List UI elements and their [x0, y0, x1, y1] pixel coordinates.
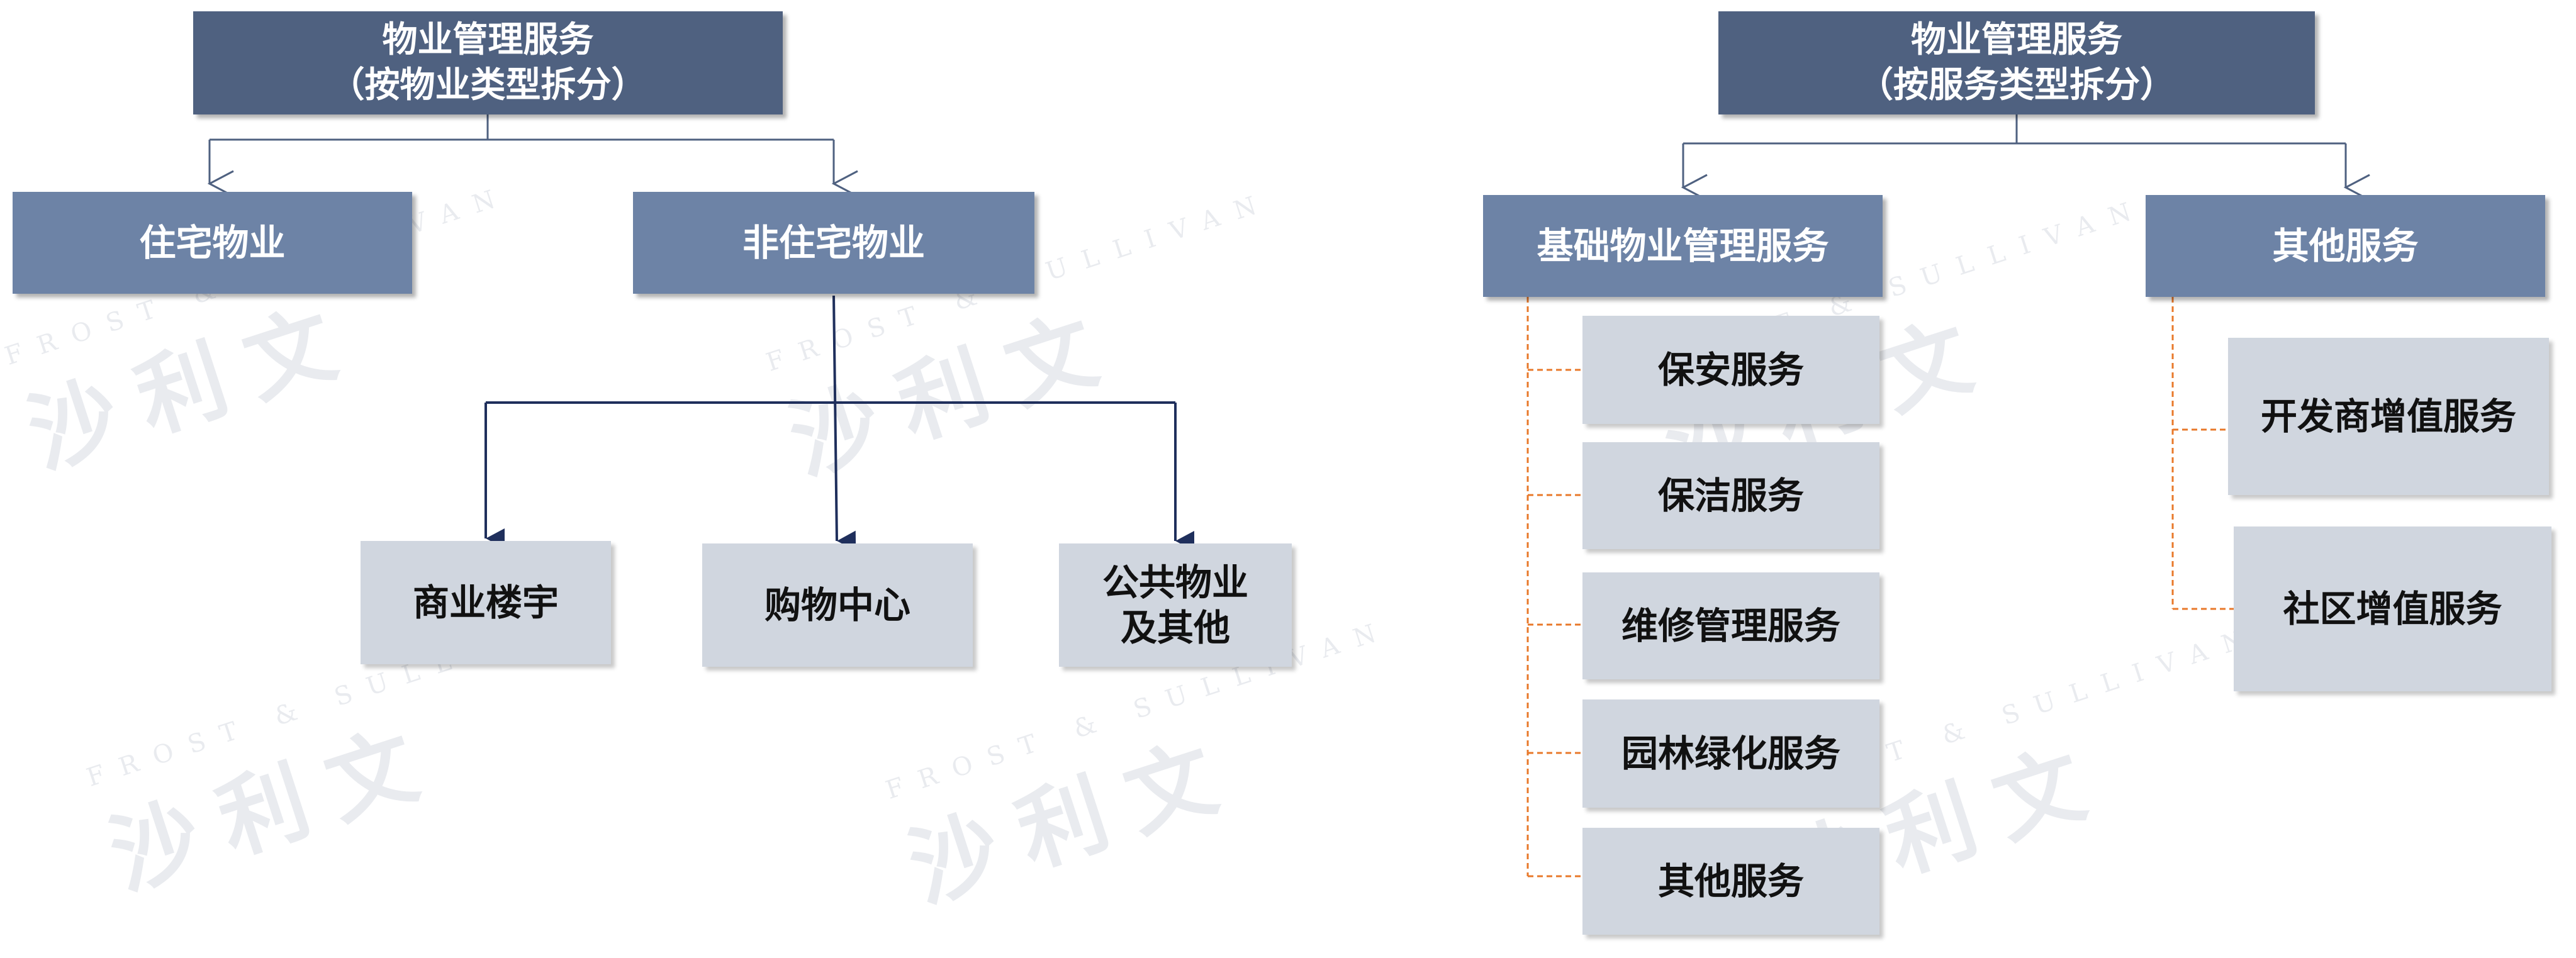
- basic-service-label: 基础物业管理服务: [1537, 225, 1829, 267]
- public-property-node: 公共物业 及其他: [1059, 543, 1292, 667]
- other-basic-service-node: 其他服务: [1582, 828, 1879, 935]
- other-service-node: 其他服务: [2146, 195, 2545, 297]
- developer-value-added-label: 开发商增值服务: [2260, 395, 2516, 438]
- left-root-line1: 物业管理服务: [382, 19, 594, 60]
- cleaning-service-label: 保洁服务: [1657, 474, 1804, 517]
- commercial-building-label: 商业楼宇: [412, 581, 559, 624]
- security-service-label: 保安服务: [1657, 348, 1804, 391]
- basic-children-connector: [1526, 297, 1582, 877]
- shopping-center-node: 购物中心: [702, 543, 973, 667]
- maintenance-service-node: 维修管理服务: [1582, 572, 1879, 679]
- landscaping-service-node: 园林绿化服务: [1582, 699, 1879, 808]
- basic-service-node: 基础物业管理服务: [1483, 195, 1883, 297]
- public-property-line1: 公共物业: [1102, 561, 1248, 604]
- other-basic-service-label: 其他服务: [1657, 860, 1804, 903]
- residential-node: 住宅物业: [13, 192, 412, 294]
- left-root-connector: [207, 114, 858, 198]
- security-service-node: 保安服务: [1582, 316, 1879, 424]
- left-root-node: 物业管理服务 （按物业类型拆分）: [193, 11, 783, 114]
- left-root-line2: （按物业类型拆分）: [329, 65, 647, 106]
- other-service-label: 其他服务: [2272, 225, 2419, 267]
- residential-label: 住宅物业: [139, 221, 286, 264]
- right-root-line2: （按服务类型拆分）: [1858, 65, 2175, 106]
- developer-value-added-node: 开发商增值服务: [2228, 338, 2549, 495]
- right-root-line1: 物业管理服务: [1911, 19, 2122, 60]
- right-root-node: 物业管理服务 （按服务类型拆分）: [1718, 11, 2315, 114]
- non-residential-node: 非住宅物业: [633, 192, 1034, 294]
- left-sub-connector: [484, 295, 1194, 551]
- maintenance-service-label: 维修管理服务: [1621, 604, 1840, 647]
- shopping-center-label: 购物中心: [764, 584, 910, 627]
- community-value-added-node: 社区增值服务: [2234, 526, 2551, 691]
- public-property-line2: 及其他: [1120, 606, 1230, 649]
- non-residential-label: 非住宅物业: [742, 221, 925, 264]
- other-children-connector: [2171, 297, 2234, 610]
- right-root-connector: [1681, 114, 2370, 201]
- cleaning-service-node: 保洁服务: [1582, 442, 1879, 549]
- landscaping-service-label: 园林绿化服务: [1621, 732, 1840, 775]
- commercial-building-node: 商业楼宇: [361, 541, 611, 664]
- community-value-added-label: 社区增值服务: [2283, 588, 2502, 630]
